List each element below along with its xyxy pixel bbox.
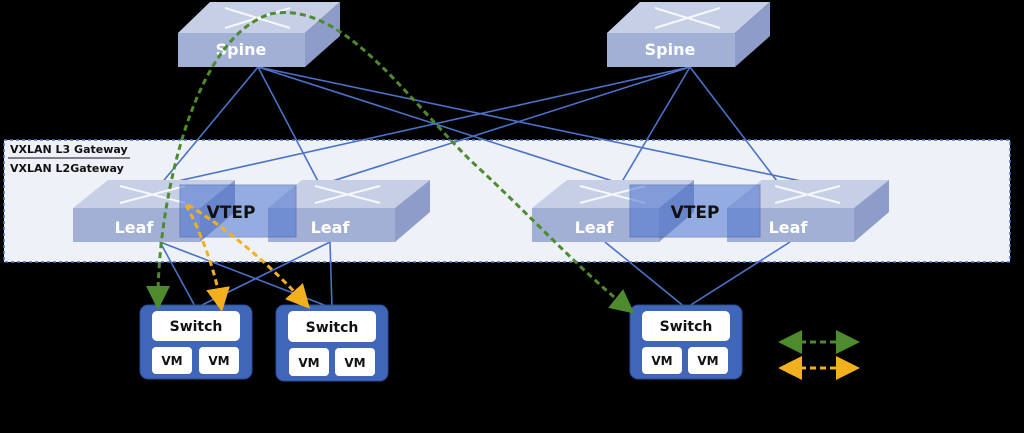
switch-group-3-vm-2[interactable] xyxy=(688,347,728,374)
switch-group-1-vm-1-label: VM xyxy=(161,354,182,368)
switch-group-3-switch-label: Switch xyxy=(660,319,713,335)
switch-group-2-vm-2-label: VM xyxy=(344,356,365,370)
green-path-right xyxy=(269,11,635,314)
spine-2-side xyxy=(735,2,770,67)
leaf-3-label: Leaf xyxy=(575,218,615,237)
switch-group-3[interactable]: Switch VM VM xyxy=(629,304,743,380)
switch-group-1[interactable]: Switch VM VM xyxy=(139,304,253,380)
legend xyxy=(778,330,860,380)
spine-2-label: Spine xyxy=(645,40,696,59)
link-spine2-leaf3 xyxy=(619,66,691,186)
leaf-2-cross-icon xyxy=(314,185,381,204)
switch-group-2-switch[interactable] xyxy=(288,311,376,342)
link-spine1-leaf2 xyxy=(257,66,321,186)
spine-1-side xyxy=(305,2,340,67)
leaf-4-label: Leaf xyxy=(769,218,809,237)
leaf-4-cross-icon xyxy=(774,185,841,204)
spine-2-cross-icon xyxy=(654,7,721,29)
vtep-2[interactable]: VTEP xyxy=(629,184,761,238)
vtep-1-label: VTEP xyxy=(207,203,256,223)
link-spine2-leaf4 xyxy=(689,66,781,186)
traffic-paths xyxy=(146,11,635,314)
link-spine2-leaf1 xyxy=(159,66,691,186)
spine-1-front xyxy=(178,33,305,67)
switch-group-3-switch[interactable] xyxy=(642,311,730,341)
switch-group-2[interactable]: Switch VM VM xyxy=(275,304,389,382)
green-path-left xyxy=(146,12,271,310)
spine-1-label: Spine xyxy=(216,40,267,59)
links xyxy=(159,66,821,309)
switch-group-3-vm-1[interactable] xyxy=(642,347,682,374)
link-leaf2-switch2 xyxy=(329,241,333,309)
link-leaf3-switch3 xyxy=(604,241,687,309)
switch-group-2-vm-1[interactable] xyxy=(289,348,329,376)
spine-1[interactable]: Spine xyxy=(178,2,340,67)
leaf-2-label: Leaf xyxy=(311,218,351,237)
spine-1-cross-icon xyxy=(224,7,291,29)
switch-group-1-vm-1[interactable] xyxy=(152,347,192,374)
spine-2-front xyxy=(607,33,735,67)
switch-group-2-vm-1-label: VM xyxy=(298,356,319,370)
switch-group-2-vm-2[interactable] xyxy=(335,348,375,376)
yellow-path-to-switch2 xyxy=(187,203,311,309)
vtep-2-label: VTEP xyxy=(671,203,720,223)
l2-gateway-label: VXLAN L2Gateway xyxy=(10,162,124,175)
switch-group-3-vm-1-label: VM xyxy=(651,354,672,368)
link-spine1-leaf3 xyxy=(257,66,626,186)
leaf-1-front xyxy=(73,208,200,242)
switch-group-1-vm-2[interactable] xyxy=(199,347,239,374)
l3-gateway-label: VXLAN L3 Gateway xyxy=(10,143,128,156)
link-leaf1-switch1 xyxy=(159,241,197,309)
yellow-path-to-switch1 xyxy=(184,204,230,312)
leaf-4[interactable]: Leaf xyxy=(727,180,889,242)
spine-2[interactable]: Spine xyxy=(607,2,770,67)
leaf-1-label: Leaf xyxy=(115,218,155,237)
leaf-1-cross-icon xyxy=(119,185,186,204)
switch-group-1-switch[interactable] xyxy=(152,311,240,341)
switch-group-2-switch-label: Switch xyxy=(306,320,359,336)
vtep-2-box xyxy=(629,184,761,238)
link-leaf4-switch3 xyxy=(685,241,791,309)
leaf-4-side xyxy=(854,180,889,242)
switch-group-3-vm-2-label: VM xyxy=(697,354,718,368)
switch-group-1-switch-label: Switch xyxy=(170,319,223,335)
link-spine2-leaf2 xyxy=(319,66,691,186)
link-spine1-leaf4 xyxy=(257,66,821,186)
leaf-2-side xyxy=(395,180,430,242)
switch-group-1-vm-2-label: VM xyxy=(208,354,229,368)
